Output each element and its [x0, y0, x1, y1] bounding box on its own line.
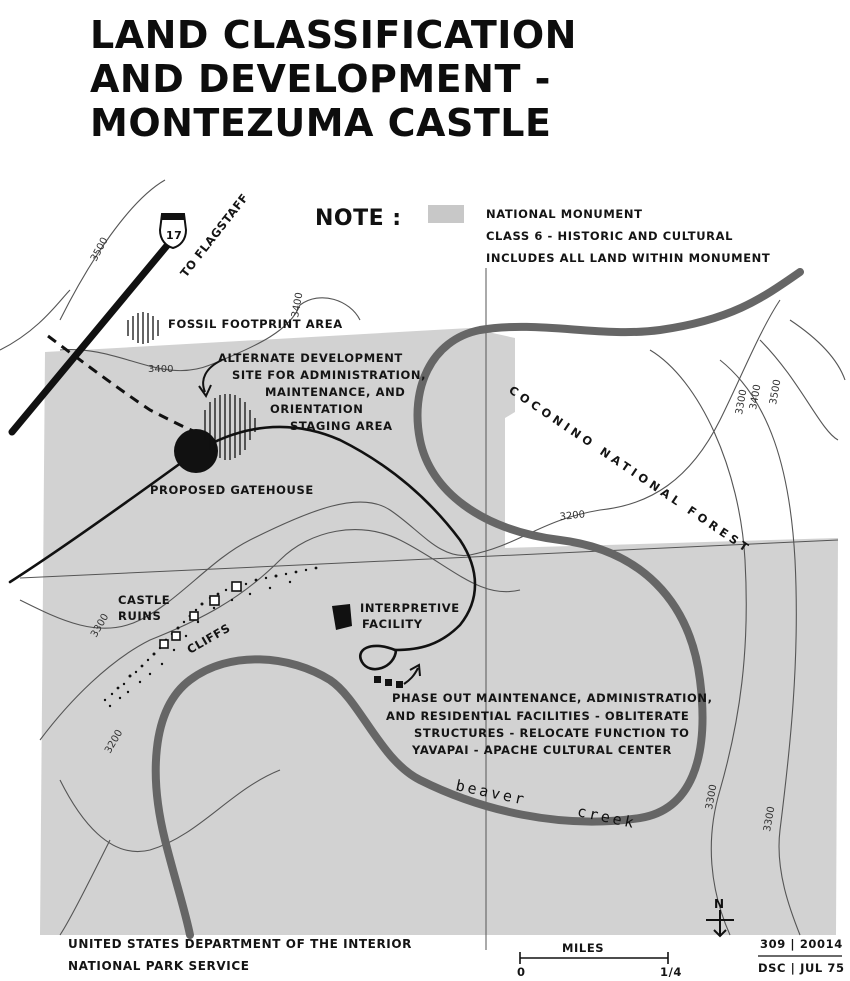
old-road-dashed [47, 334, 197, 434]
shield-number: 17 [166, 229, 182, 242]
to-flagstaff-label: TO FLAGSTAFF [177, 191, 251, 280]
drawing-date: DSC | JUL 75 [758, 961, 845, 975]
cliff-stipple [103, 566, 318, 708]
section-line-horizontal [19, 539, 839, 579]
contour-label-3300-c: 3300 [704, 784, 719, 811]
north-label: N [714, 897, 725, 911]
castle-ruins-label-2: RUINS [118, 609, 161, 623]
scale-end: 1/4 [660, 965, 682, 979]
note-swatch [428, 205, 464, 223]
proposed-gatehouse-marker [174, 429, 218, 473]
interpretive-loop [359, 644, 398, 671]
contour-label-3500-b: 3500 [768, 379, 783, 406]
fossil-hatch [127, 312, 159, 344]
scale-bar: MILES 0 1/4 [517, 941, 682, 979]
note-line-1: NATIONAL MONUMENT [486, 207, 643, 221]
contour-label-3400-c: 3400 [748, 384, 763, 411]
interpretive-facility-marker [332, 604, 352, 630]
alternate-site-label-1: ALTERNATE DEVELOPMENT [218, 351, 403, 365]
interpretive-facility-label-2: FACILITY [362, 617, 423, 631]
north-arrow: N [706, 897, 734, 938]
title-line-1: LAND CLASSIFICATION [90, 13, 577, 57]
contour-label-3400-b: 3400 [290, 292, 305, 319]
contour-label-3400-a: 3400 [148, 364, 173, 375]
phase-out-label-4: YAVAPAI - APACHE CULTURAL CENTER [411, 743, 672, 757]
beaver-creek [151, 268, 804, 939]
phase-out-structures [374, 676, 403, 688]
castle-ruin-structures [159, 581, 242, 649]
contour-label-3300-d: 3300 [762, 806, 777, 833]
contour-label-3300-a: 3300 [734, 389, 749, 416]
title-line-3: MONTEZUMA CASTLE [90, 101, 551, 145]
alternate-site-label-3: MAINTENANCE, AND [265, 385, 405, 399]
note-label: NOTE : [315, 206, 402, 231]
contour-lines [0, 179, 846, 936]
phase-out-label-3: STRUCTURES - RELOCATE FUNCTION TO [414, 726, 689, 740]
phase-out-label-1: PHASE OUT MAINTENANCE, ADMINISTRATION, [392, 691, 713, 705]
phase-out-arrow [403, 667, 419, 685]
monument-area [40, 328, 838, 935]
alternate-site-label-5: STAGING AREA [290, 419, 393, 433]
contour-label-3200-a: 3200 [559, 509, 585, 523]
castle-ruins-label-1: CASTLE [118, 593, 170, 607]
entrance-road [8, 425, 477, 652]
scale-start: 0 [517, 965, 526, 979]
note-line-3: INCLUDES ALL LAND WITHIN MONUMENT [486, 251, 770, 265]
contour-label-3500: 3500 [89, 236, 111, 264]
drawing-number: 309 | 20014 [760, 937, 843, 951]
alternate-arrow [202, 359, 223, 393]
note-line-2: CLASS 6 - HISTORIC AND CULTURAL [486, 229, 733, 243]
fossil-footprint-label: FOSSIL FOOTPRINT AREA [168, 317, 343, 331]
alternate-site-label-2: SITE FOR ADMINISTRATION, [232, 368, 426, 382]
phase-out-label-2: AND RESIDENTIAL FACILITIES - OBLITERATE [386, 709, 689, 723]
alternate-site-hatch [204, 394, 256, 460]
title-line-2: AND DEVELOPMENT - [90, 57, 551, 101]
scale-label: MILES [562, 941, 604, 955]
coconino-forest-label: COCONINO NATIONAL FOREST [506, 383, 754, 557]
agency-line-2: NATIONAL PARK SERVICE [68, 959, 250, 973]
interpretive-facility-label-1: INTERPRETIVE [360, 601, 460, 615]
alternate-site-label-4: ORIENTATION [270, 402, 363, 416]
agency-line-1: UNITED STATES DEPARTMENT OF THE INTERIOR [68, 937, 412, 951]
gatehouse-label: PROPOSED GATEHOUSE [150, 483, 314, 497]
interstate-shield: 17 [158, 213, 188, 250]
highway-17 [8, 238, 174, 436]
